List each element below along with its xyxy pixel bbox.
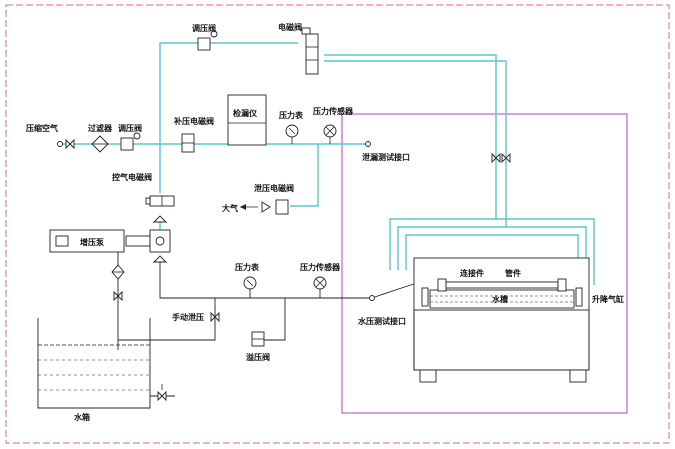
tank-filter-icon bbox=[111, 264, 125, 302]
leak-test-port-icon: 泄漏测试接口 bbox=[362, 141, 410, 162]
label-water-trough: 水槽 bbox=[491, 294, 508, 304]
label-solenoid-top: 电磁阀 bbox=[278, 22, 302, 32]
label-connector: 连接件 bbox=[460, 268, 484, 278]
pipe-valve-icons bbox=[491, 152, 511, 164]
label-pressure-gauge-top: 压力表 bbox=[279, 110, 304, 120]
lift-cylinder: 升降气缸 bbox=[592, 294, 624, 304]
pressure-sensor-bottom-icon: 压力传感器 bbox=[300, 262, 341, 290]
pressure-sensor-top-icon: 压力传感器 bbox=[313, 106, 354, 144]
label-relief-valve: 溢压阀 bbox=[246, 352, 270, 362]
air-pipes bbox=[62, 42, 595, 285]
label-pressure-gauge-bottom: 压力表 bbox=[235, 262, 260, 272]
label-compressed-air: 压缩空气 bbox=[26, 123, 58, 133]
label-pressure-sensor-bottom: 压力传感器 bbox=[300, 262, 341, 272]
label-pipe-part: 管件 bbox=[505, 268, 521, 278]
label-manual-relief: 手动泄压 bbox=[172, 312, 204, 322]
label-atmosphere: 大气 bbox=[222, 203, 238, 213]
relief-solenoid-icon: 泄压电磁阀 bbox=[254, 183, 294, 215]
test-bench: 连接件 管件 水槽 bbox=[413, 257, 590, 383]
leak-detector-box: 检漏仪 bbox=[227, 94, 267, 146]
label-regulator-left: 调压阀 bbox=[118, 123, 142, 133]
label-lift-cylinder: 升降气缸 bbox=[592, 294, 624, 304]
label-pressure-sensor-top: 压力传感器 bbox=[313, 106, 354, 116]
label-leak-test-port: 泄漏测试接口 bbox=[362, 152, 410, 162]
supply-solenoid-icon: 补压电磁阀 bbox=[173, 116, 214, 153]
booster-pump-box: 增压泵 bbox=[49, 229, 171, 253]
water-tank: 水箱 bbox=[37, 318, 151, 422]
atmosphere-icon: 大气 bbox=[222, 203, 258, 213]
drain-valve-icon bbox=[157, 384, 167, 402]
water-test-port-icon: 水压测试接口 bbox=[357, 295, 406, 326]
label-filter: 过滤器 bbox=[88, 123, 113, 133]
solenoid-top-icon: 电磁阀 bbox=[278, 22, 319, 75]
label-booster-pump: 增压泵 bbox=[80, 237, 104, 247]
compressed-air-inlet: 压缩空气 bbox=[26, 123, 63, 147]
regulator-top-icon: 调压阀 bbox=[192, 23, 218, 51]
pressure-gauge-top-icon: 压力表 bbox=[279, 110, 304, 144]
regulator-left-icon: 调压阀 bbox=[118, 123, 142, 151]
label-leak-detector: 检漏仪 bbox=[233, 108, 258, 118]
page-border bbox=[5, 4, 670, 444]
label-control-solenoid: 控气电磁阀 bbox=[112, 172, 152, 182]
filter-icon: 过滤器 bbox=[88, 123, 113, 153]
label-water-test-port: 水压测试接口 bbox=[357, 316, 406, 326]
label-water-tank: 水箱 bbox=[73, 412, 90, 422]
label-relief-solenoid: 泄压电磁阀 bbox=[254, 183, 294, 193]
check-valve-icons bbox=[152, 215, 168, 263]
pressure-gauge-bottom-icon: 压力表 bbox=[235, 262, 260, 290]
test-zone-boundary bbox=[341, 113, 628, 414]
relief-valve-icon: 溢压阀 bbox=[246, 331, 270, 362]
label-supply-solenoid: 补压电磁阀 bbox=[173, 116, 214, 126]
inlet-valve-icon bbox=[65, 138, 75, 150]
manual-relief-icon: 手动泄压 bbox=[172, 306, 220, 323]
label-regulator-top: 调压阀 bbox=[192, 23, 216, 33]
control-solenoid-icon: 控气电磁阀 bbox=[112, 172, 175, 207]
